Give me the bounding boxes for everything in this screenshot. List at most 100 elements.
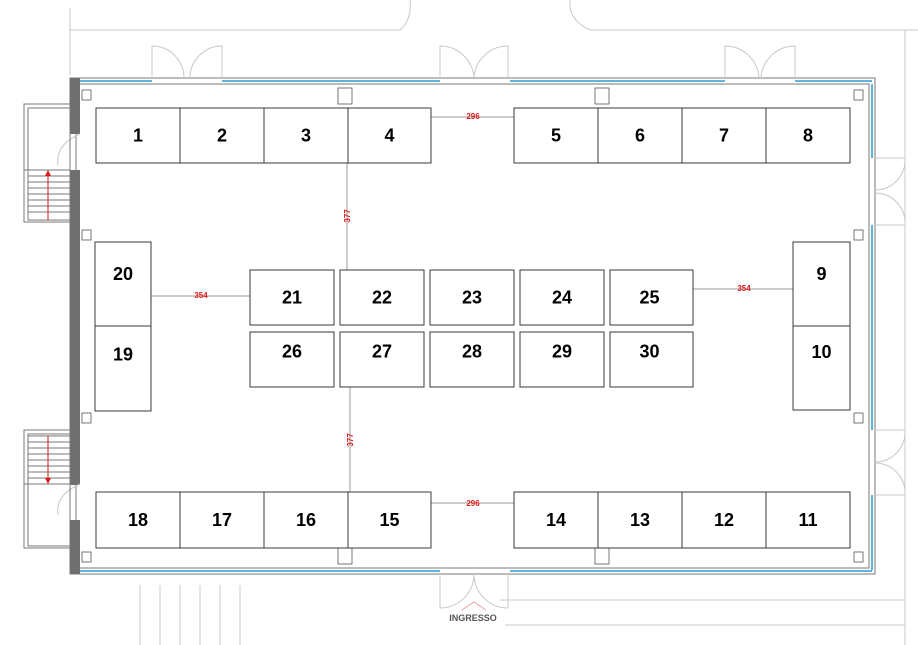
booth-3[interactable]: 3 [263,107,349,164]
booth-outline [94,241,152,327]
booth-number: 9 [816,264,826,284]
dim-aisle-left: 354 [194,291,208,300]
booth-outline [765,107,851,164]
booth-number: 23 [462,288,482,308]
booth-outline [347,107,432,164]
dim-aisle-right: 354 [737,284,751,293]
booth-outline [95,491,181,549]
booth-30[interactable]: 30 [609,331,694,388]
booth-number: 26 [282,342,302,362]
booth-10[interactable]: 10 [792,325,851,411]
booth-6[interactable]: 6 [597,107,683,164]
booth-13[interactable]: 13 [597,491,683,549]
booth-number: 7 [719,126,729,146]
dim-aisle-top: 296 [466,112,480,121]
booth-outline [765,491,851,549]
booth-number: 28 [462,342,482,362]
booth-12[interactable]: 12 [681,491,767,549]
booth-outline [792,325,851,411]
outer-context [69,0,918,645]
booth-2[interactable]: 2 [179,107,265,164]
booth-outline [609,269,694,326]
booth-number: 25 [639,288,659,308]
booth-number: 4 [384,126,394,146]
booth-number: 21 [282,288,302,308]
booth-23[interactable]: 23 [429,269,515,326]
booth-number: 20 [113,264,133,284]
booth-20[interactable]: 20 [94,241,152,327]
booth-outline [179,107,265,164]
booth-22[interactable]: 22 [339,269,425,326]
booth-17[interactable]: 17 [179,491,265,549]
booth-number: 8 [803,126,813,146]
booth-outline [339,331,425,388]
booth-number: 15 [379,510,399,530]
booth-number: 14 [546,510,566,530]
booth-9[interactable]: 9 [792,241,851,327]
booth-outline [429,331,515,388]
booth-28[interactable]: 28 [429,331,515,388]
booth-outline [429,269,515,326]
booth-outline [249,331,335,388]
booth-number: 1 [133,126,143,146]
booth-outline [681,107,767,164]
booth-outline [179,491,265,549]
entrance-marker [461,601,487,611]
booth-outline [609,331,694,388]
booth-4[interactable]: 4 [347,107,432,164]
booth-18[interactable]: 18 [95,491,181,549]
entrance-label: INGRESSO [449,613,497,623]
booth-outline [513,107,599,164]
booth-number: 22 [372,288,392,308]
booth-number: 29 [552,342,572,362]
booth-number: 5 [551,126,561,146]
stairs-upper [23,103,71,223]
booth-number: 17 [212,510,232,530]
booth-21[interactable]: 21 [249,269,335,326]
booth-1[interactable]: 1 [95,107,181,164]
booth-24[interactable]: 24 [519,269,605,326]
dim-aisle-bottom: 296 [466,499,480,508]
booth-25[interactable]: 25 [609,269,694,326]
booth-number: 24 [552,288,572,308]
doors [57,45,906,609]
pillars [81,87,864,565]
booth-8[interactable]: 8 [765,107,851,164]
booth-number: 18 [128,510,148,530]
booth-number: 19 [113,345,133,365]
booth-outline [339,269,425,326]
booth-16[interactable]: 16 [263,491,349,549]
booth-27[interactable]: 27 [339,331,425,388]
booth-outline [519,331,605,388]
booth-number: 12 [714,510,734,530]
booth-26[interactable]: 26 [249,331,335,388]
booth-number: 2 [217,126,227,146]
booth-outline [519,269,605,326]
booth-number: 27 [372,342,392,362]
stairs-lower [23,429,71,549]
booth-15[interactable]: 15 [347,491,432,549]
dim-aisle-lower-center: 377 [346,433,355,447]
booth-outline [597,107,683,164]
booth-number: 11 [798,510,817,530]
booth-outline [681,491,767,549]
booth-outline [347,491,432,549]
booth-14[interactable]: 14 [513,491,599,549]
booth-number: 30 [639,342,659,362]
booth-29[interactable]: 29 [519,331,605,388]
building-walls [69,77,876,575]
booth-19[interactable]: 19 [94,325,152,412]
booth-5[interactable]: 5 [513,107,599,164]
booth-number: 10 [811,342,831,362]
booth-7[interactable]: 7 [681,107,767,164]
booth-outline [249,269,335,326]
booth-outline [792,241,851,327]
dim-aisle-upper-center: 377 [343,209,352,223]
booth-11[interactable]: 11 [765,491,851,549]
booth-number: 13 [630,510,650,530]
booth-number: 3 [301,126,311,146]
booth-number: 6 [635,126,645,146]
booth-outline [513,491,599,549]
